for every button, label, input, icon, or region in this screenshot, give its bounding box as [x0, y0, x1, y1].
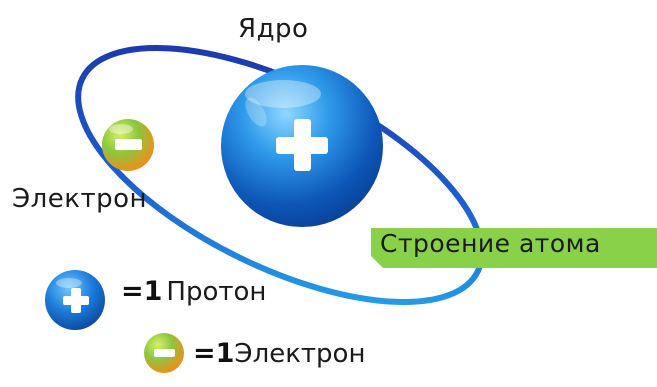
legend-electron-count: =1 — [193, 338, 235, 369]
legend-proton-count: =1 — [121, 276, 163, 307]
legend-electron: =1 Электрон — [143, 338, 365, 369]
legend-proton: =1 Протон — [43, 276, 266, 307]
title-banner — [371, 228, 657, 268]
legend-proton-name: Протон — [166, 276, 267, 307]
legend-electron-icon — [144, 333, 184, 373]
legend-proton-icon — [45, 270, 105, 330]
diagram-title: Строение атома — [380, 229, 601, 258]
plus-icon — [276, 119, 328, 171]
electron-particle — [102, 119, 154, 171]
electron-label: Электрон — [12, 184, 148, 214]
nucleus-label: Ядро — [238, 14, 309, 44]
minus-icon — [115, 139, 142, 150]
legend-electron-name: Электрон — [234, 338, 366, 369]
nucleus — [221, 65, 383, 227]
